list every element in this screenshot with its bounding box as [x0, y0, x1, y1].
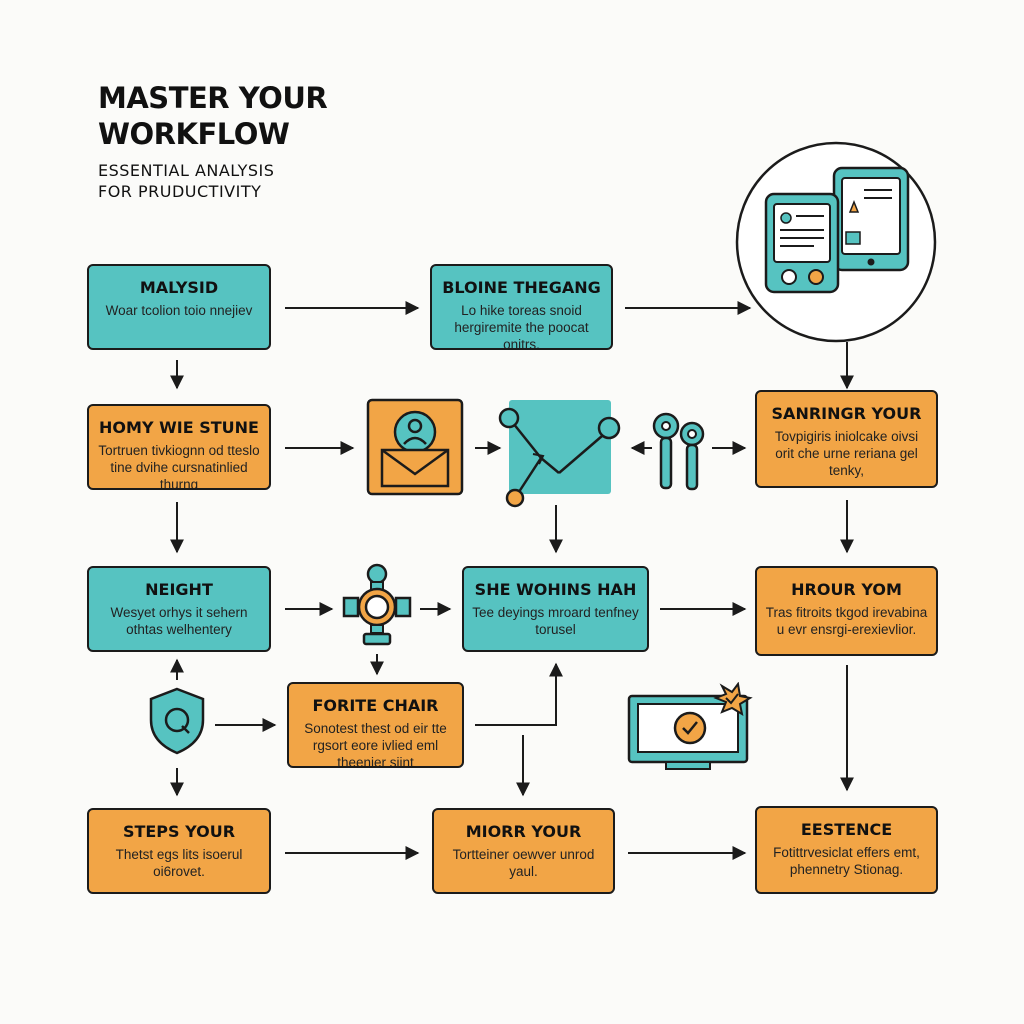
step-body: Wesyet orhys it sehern othtas welhentery: [110, 605, 248, 637]
step-body: Lo hike toreas snoid hergiremite the poo…: [454, 303, 589, 350]
step-title: SHE WOHINS HAH: [474, 580, 637, 599]
shield-icon: [149, 687, 205, 755]
page-title: MASTER YOUR WORKFLOW: [98, 80, 328, 152]
step-body: Sonotest thest od eir tte rgsort eore iv…: [304, 721, 447, 768]
step-box-hrour: HROUR YOM Tras fitroits tkgod irevabina …: [755, 566, 938, 656]
envelope-user-icon: [366, 398, 464, 496]
step-body: Tee deyings mroard tenfney torusel: [472, 605, 639, 637]
step-body: Tortruen tivkiognn od tteslo tine dvihe …: [98, 443, 260, 490]
step-box-night: NEIGHT Wesyet orhys it sehern othtas wel…: [87, 566, 271, 652]
step-title: EESTENCE: [800, 820, 893, 839]
monitor-check-icon: [627, 682, 753, 770]
title-line-2: WORKFLOW: [98, 117, 290, 151]
step-title: STEPS YOUR: [122, 822, 236, 841]
subtitle-line-2: FOR PRUDUCTIVITY: [98, 182, 262, 201]
step-title: HOMY WIE STUNE: [99, 418, 259, 437]
step-title: MIORR YOUR: [465, 822, 582, 841]
step-box-malysid: MALYSID Woar tcolion toio nnejiev: [87, 264, 271, 350]
arrow-forite-to-she: [475, 662, 563, 726]
step-box-steps: STEPS YOUR Thetst egs lits isoerul oi6ro…: [87, 808, 271, 894]
step-body: Tras fitroits tkgod irevabina u evr ensr…: [765, 605, 928, 637]
step-title: FORITE CHAIR: [312, 696, 439, 715]
step-body: Fotittrvesiclat effers emt, phennetry St…: [773, 845, 920, 877]
step-box-forite: FORITE CHAIR Sonotest thest od eir tte r…: [287, 682, 464, 768]
title-line-1: MASTER YOUR: [98, 81, 328, 115]
step-box-miorr: MIORR YOUR Tortteiner oewver unrod yaul.: [432, 808, 615, 894]
step-title: NEIGHT: [145, 580, 213, 599]
step-title: SANRINGR YOUR: [771, 404, 922, 423]
network-graph-icon: [498, 400, 621, 508]
gear-hub-icon: [342, 563, 412, 646]
devices-icon: [735, 141, 937, 343]
step-title: HROUR YOM: [791, 580, 902, 599]
step-body: Tortteiner oewver unrod yaul.: [452, 847, 595, 879]
step-title: BLOINE THEGANG: [442, 278, 601, 297]
step-box-estence: EESTENCE Fotittrvesiclat effers emt, phe…: [755, 806, 938, 894]
subtitle-line-1: ESSENTIAL ANALYSIS: [98, 161, 275, 180]
step-box-homy: HOMY WIE STUNE Tortruen tivkiognn od tte…: [87, 404, 271, 490]
step-box-bloine: BLOINE THEGANG Lo hike toreas snoid herg…: [430, 264, 613, 350]
step-body: Tovpigiris iniolcake oivsi orit che urne…: [774, 429, 919, 478]
step-body: Woar tcolion toio nnejiev: [105, 303, 253, 318]
step-box-she: SHE WOHINS HAH Tee deyings mroard tenfne…: [462, 566, 649, 652]
step-body: Thetst egs lits isoerul oi6rovet.: [115, 847, 243, 879]
page-subtitle: ESSENTIAL ANALYSIS FOR PRUDUCTIVITY: [98, 160, 274, 202]
step-title: MALYSID: [139, 278, 219, 297]
step-box-sanring: SANRINGR YOUR Tovpigiris iniolcake oivsi…: [755, 390, 938, 488]
microphones-icon: [652, 412, 705, 491]
